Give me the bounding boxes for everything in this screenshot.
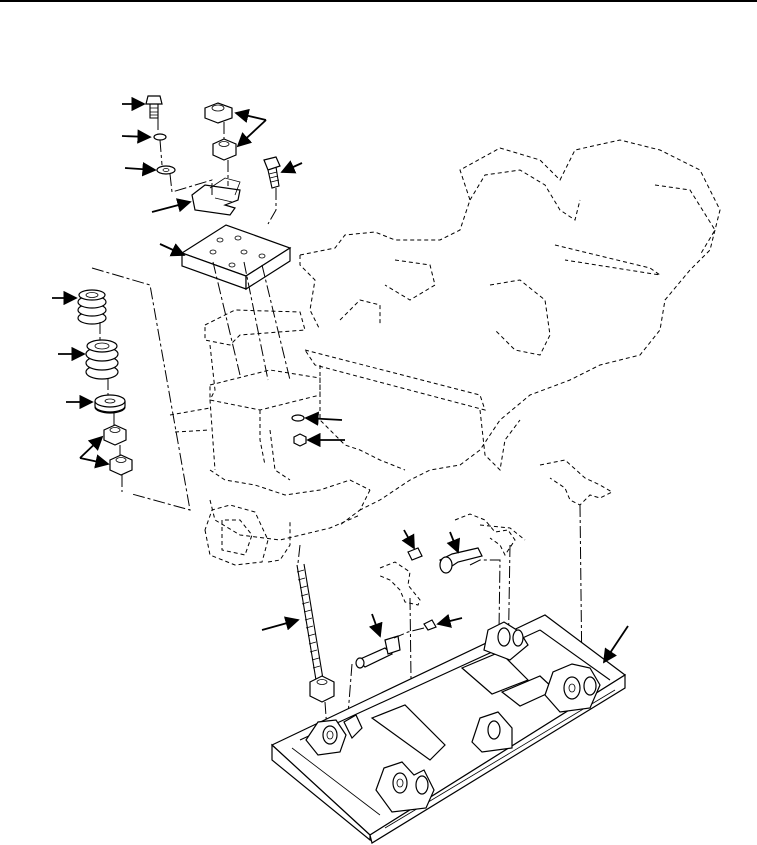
- header-rule: [0, 0, 757, 2]
- set-screw-1: [407, 547, 423, 561]
- flat-washer-1: [156, 165, 176, 175]
- callout-arrow-5: [280, 160, 303, 174]
- callout-arrow-18: [436, 613, 463, 628]
- cap-screw-1: [145, 95, 163, 119]
- callout-arrow-19: [603, 625, 629, 664]
- lug-1: [305, 714, 363, 756]
- callout-arrow-4b: [236, 119, 267, 148]
- callout-arrow-2: [121, 129, 152, 144]
- callout-arrow-14: [261, 616, 300, 631]
- upper-hardware-group: [145, 95, 292, 381]
- callout-arrow-11a: [79, 435, 104, 459]
- mounting-plate: [180, 224, 292, 291]
- hex-nut-4: [109, 454, 133, 476]
- lug-4: [483, 621, 529, 661]
- flat-washer-2: [94, 394, 126, 414]
- lug-2: [375, 761, 435, 813]
- spring-1: [77, 289, 107, 325]
- hex-nut-1: [204, 102, 233, 124]
- callout-arrow-11b: [79, 454, 110, 469]
- callout-arrow-3: [124, 161, 157, 177]
- base-plate-assembly: [270, 614, 627, 844]
- mounting-bracket: [191, 177, 241, 216]
- lug-5: [544, 663, 601, 713]
- lock-washer-1: [153, 133, 167, 141]
- spring-2: [85, 339, 119, 380]
- frame-washer-nut: [291, 414, 307, 447]
- machine-frame-outline: [169, 139, 721, 566]
- cap-screw-2: [263, 156, 281, 189]
- clevis-pin-1: [439, 547, 483, 574]
- callout-arrow-12: [304, 411, 343, 426]
- callout-arrow-17: [368, 613, 383, 638]
- threaded-rod: [296, 544, 335, 746]
- callout-arrow-7: [159, 243, 186, 257]
- callout-arrows: [52, 96, 629, 664]
- hex-nut-3: [103, 424, 127, 446]
- callout-arrow-15: [401, 529, 415, 550]
- callout-arrow-4a: [234, 108, 267, 123]
- hex-nut-2: [212, 138, 237, 161]
- clevis-pin-2: [355, 635, 401, 669]
- callout-arrow-16: [446, 531, 461, 554]
- callout-arrow-6: [151, 198, 192, 213]
- lug-3: [471, 711, 513, 753]
- spring-stack-group: [77, 267, 191, 511]
- set-screw-2: [423, 619, 437, 631]
